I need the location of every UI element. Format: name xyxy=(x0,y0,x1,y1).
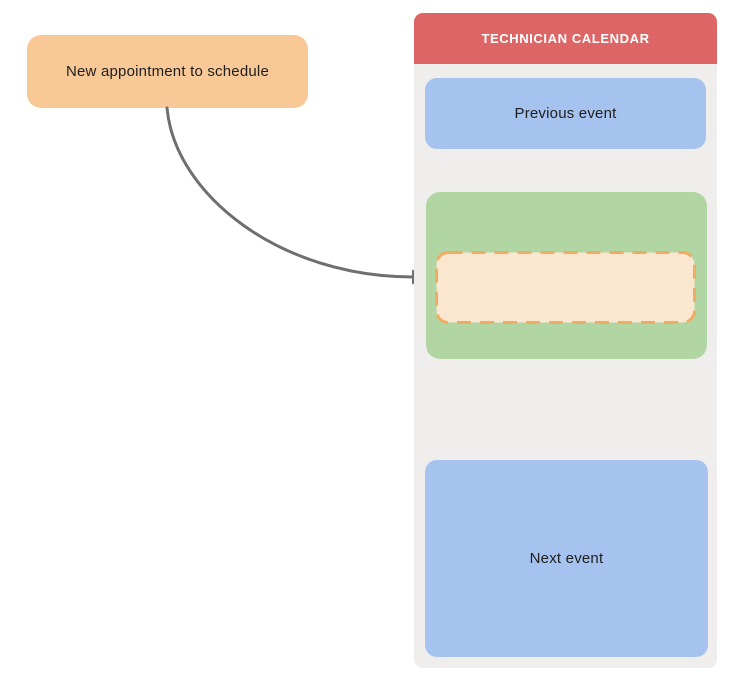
arrow-curve-line xyxy=(165,106,415,279)
new-appointment-box: New appointment to schedule xyxy=(27,35,308,108)
new-appointment-label: New appointment to schedule xyxy=(65,63,270,80)
calendar-header: TECHNICIAN CALENDAR xyxy=(414,13,717,64)
dashed-slot-outline xyxy=(435,251,696,324)
calendar-title: TECHNICIAN CALENDAR xyxy=(481,31,650,46)
next-event-label: Next event xyxy=(529,550,604,567)
new-appointment-slot xyxy=(435,251,696,324)
availability-block xyxy=(426,192,707,359)
technician-calendar-panel: TECHNICIAN CALENDAR Previous event Next … xyxy=(414,13,717,668)
next-event-box: Next event xyxy=(425,460,708,657)
previous-event-box: Previous event xyxy=(425,78,706,149)
previous-event-label: Previous event xyxy=(514,105,617,122)
